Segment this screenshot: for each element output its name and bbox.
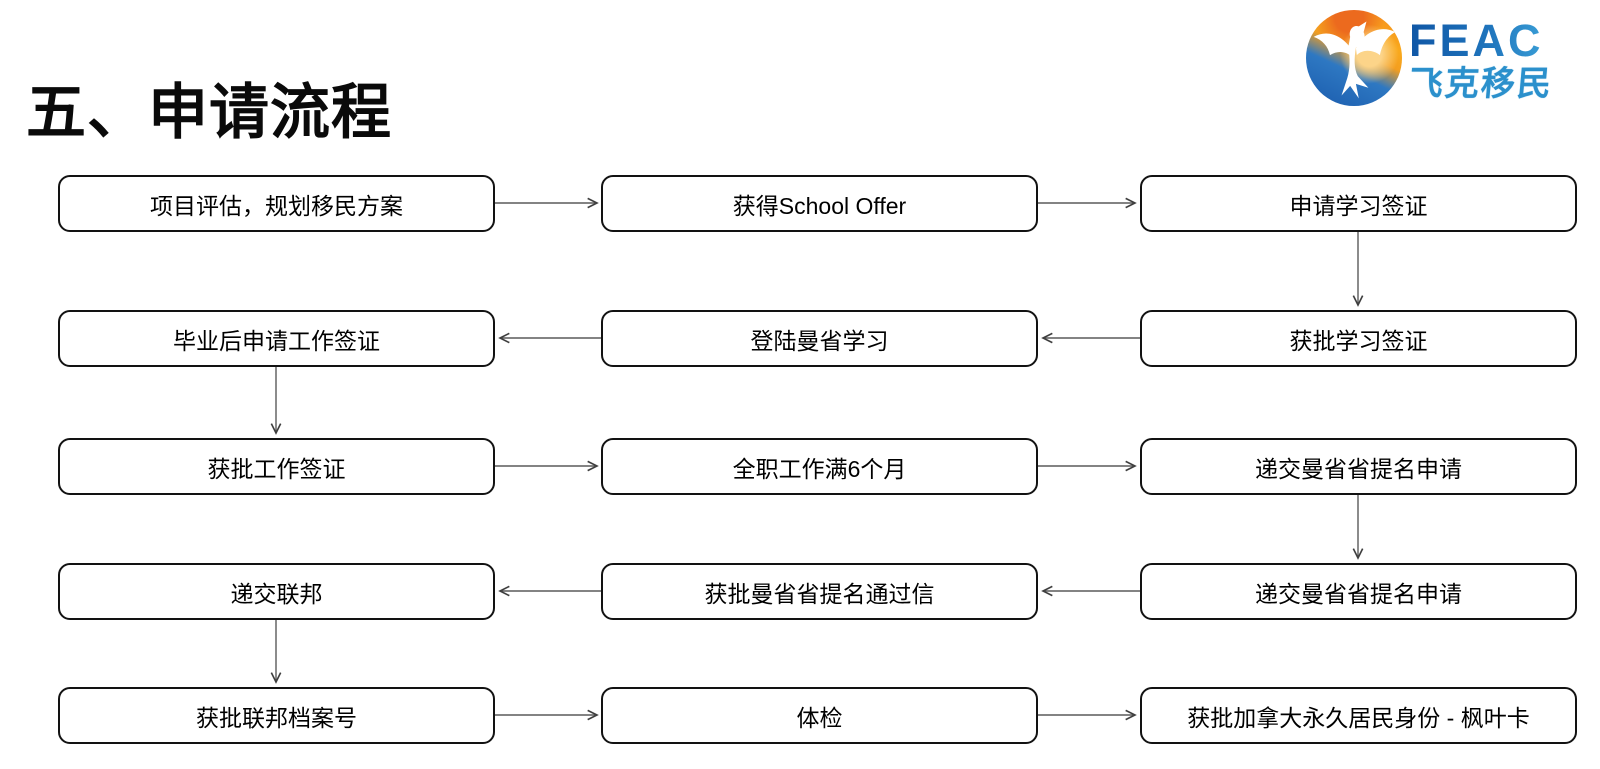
node-work-permit-approved: 获批工作签证	[58, 438, 495, 495]
feac-logo: FEAC 飞克移民	[1306, 10, 1555, 106]
logo-text: FEAC 飞克移民	[1407, 10, 1554, 103]
node-project-assessment: 项目评估，规划移民方案	[58, 175, 495, 232]
feac-logo-circle	[1306, 10, 1402, 106]
dove-icon	[1313, 21, 1396, 99]
node-federal-file-number: 获批联邦档案号	[58, 687, 495, 744]
node-study-permit-approved: 获批学习签证	[1140, 310, 1577, 367]
node-medical-exam: 体检	[601, 687, 1038, 744]
page-title: 五、申请流程	[26, 79, 392, 147]
node-submit-federal: 递交联邦	[58, 563, 495, 620]
node-fulltime-work-6-months: 全职工作满6个月	[601, 438, 1038, 495]
logo-acronym: FEAC	[1409, 18, 1553, 63]
node-postgrad-work-permit-apply: 毕业后申请工作签证	[58, 310, 495, 367]
node-school-offer: 获得School Offer	[601, 175, 1038, 232]
node-submit-mpnp-application-2: 递交曼省省提名申请	[1140, 563, 1577, 620]
node-pr-maple-leaf-card: 获批加拿大永久居民身份 - 枫叶卡	[1140, 687, 1577, 744]
node-apply-study-permit: 申请学习签证	[1140, 175, 1577, 232]
node-submit-mpnp-application: 递交曼省省提名申请	[1140, 438, 1577, 495]
node-land-manitoba-study: 登陆曼省学习	[601, 310, 1038, 367]
node-mpnp-nomination-letter: 获批曼省省提名通过信	[601, 563, 1038, 620]
